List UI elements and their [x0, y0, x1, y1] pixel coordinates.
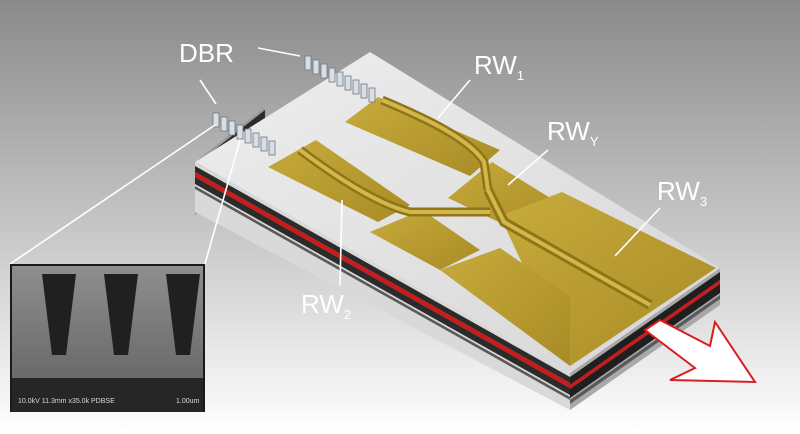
label-dbr-text: DBR — [179, 38, 234, 68]
callout-lines — [9, 47, 661, 286]
label-rw1: RW1 — [474, 50, 524, 83]
label-rw2: RW2 — [301, 289, 351, 322]
label-dbr: DBR — [179, 38, 234, 68]
label-rw1-main: RW — [474, 50, 517, 80]
output-arrow — [643, 318, 757, 384]
chip-layers-right — [570, 268, 720, 410]
label-rwy: RWY — [547, 116, 599, 149]
svg-text:RW3: RW3 — [657, 176, 707, 209]
sem-info-text: 10.0kV 11.3mm x35.0k PDBSE — [18, 398, 115, 405]
sem-inset: 10.0kV 11.3mm x35.0k PDBSE 1.00um — [10, 264, 205, 412]
label-rw2-main: RW — [301, 289, 344, 319]
svg-text:RW2: RW2 — [301, 289, 351, 322]
label-rw1-sub: 1 — [517, 68, 524, 83]
chip-layers-front — [195, 162, 570, 410]
dbr-grating-back — [304, 55, 376, 103]
label-rw3: RW3 — [657, 176, 707, 209]
ridge-waveguides — [297, 95, 653, 310]
svg-text:RW1: RW1 — [474, 50, 524, 83]
label-rw3-sub: 3 — [700, 194, 707, 209]
label-rwy-sub: Y — [590, 134, 599, 149]
label-rw3-main: RW — [657, 176, 700, 206]
svg-text:RWY: RWY — [547, 116, 599, 149]
sem-scale-text: 1.00um — [176, 398, 200, 405]
label-rwy-main: RW — [547, 116, 590, 146]
label-rw2-sub: 2 — [344, 307, 351, 322]
dbr-grating-front — [212, 112, 276, 156]
